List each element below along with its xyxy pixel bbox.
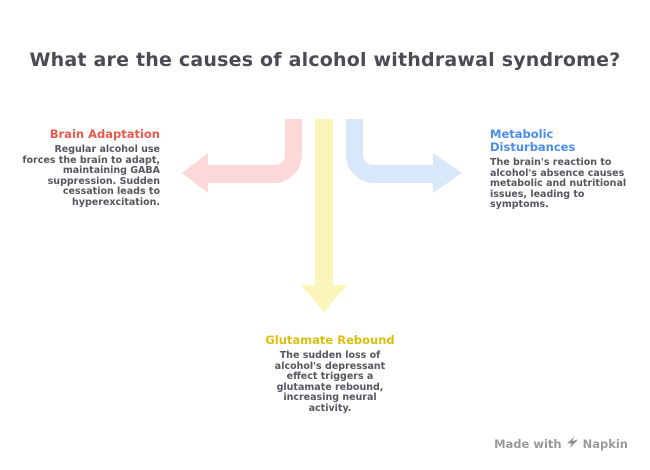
branch-brain-adaptation: Brain Adaptation Regular alcohol use for… <box>15 128 160 208</box>
branch-description: The brain's reaction to alcohol's absenc… <box>490 157 627 210</box>
made-with-label: Made with <box>494 437 562 451</box>
brand-label: Napkin <box>582 437 628 451</box>
made-with-napkin-link[interactable]: Made with Napkin <box>494 436 628 452</box>
left-arrow-shape <box>182 119 302 193</box>
branch-heading: Glutamate Rebound <box>265 333 395 347</box>
right-arrow-shape <box>346 119 462 193</box>
pen-icon <box>566 436 579 452</box>
down-arrow-shape <box>301 119 347 312</box>
page-title: What are the causes of alcohol withdrawa… <box>29 49 621 71</box>
branch-heading: Metabolic Disturbances <box>490 127 576 154</box>
branch-glutamate-rebound: Glutamate Rebound The sudden loss of alc… <box>240 334 420 414</box>
branch-heading: Brain Adaptation <box>49 127 160 141</box>
branch-metabolic-disturbances: Metabolic Disturbances The brain's react… <box>490 128 640 211</box>
branch-description: The sudden loss of alcohol's depressant … <box>274 350 386 414</box>
branch-description: Regular alcohol use forces the brain to … <box>22 144 160 208</box>
